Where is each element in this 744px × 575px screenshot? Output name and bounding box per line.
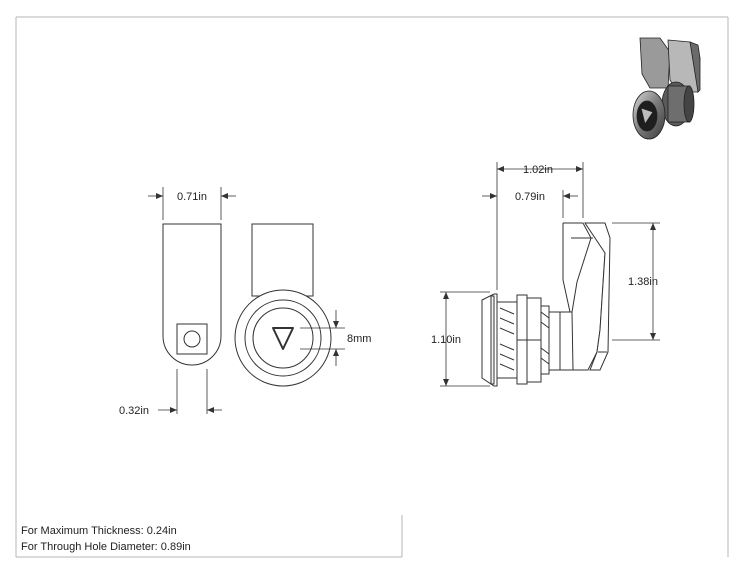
front-view-cam xyxy=(162,223,222,366)
dim-key-offset: 0.32in xyxy=(119,405,149,417)
dimension-lines xyxy=(148,162,660,414)
dimension-arrows xyxy=(156,166,656,413)
note-through-hole: For Through Hole Diameter: 0.89in xyxy=(21,541,191,553)
side-view xyxy=(481,222,611,387)
dim-body-height: 1.10in xyxy=(431,334,461,346)
dim-overall-depth: 1.02in xyxy=(523,164,553,176)
triangle-key-recess xyxy=(272,327,294,350)
note-max-thickness: For Maximum Thickness: 0.24in xyxy=(21,525,177,537)
dim-width-front: 0.71in xyxy=(177,191,207,203)
sheet-border xyxy=(15,16,729,558)
key-hole xyxy=(183,330,201,348)
dim-triangle-key: 8mm xyxy=(347,333,371,345)
dim-cam-height: 1.38in xyxy=(628,276,658,288)
lock-3d-thumbnail xyxy=(632,37,701,140)
front-view-key xyxy=(234,223,332,387)
dim-cam-offset: 0.79in xyxy=(515,191,545,203)
